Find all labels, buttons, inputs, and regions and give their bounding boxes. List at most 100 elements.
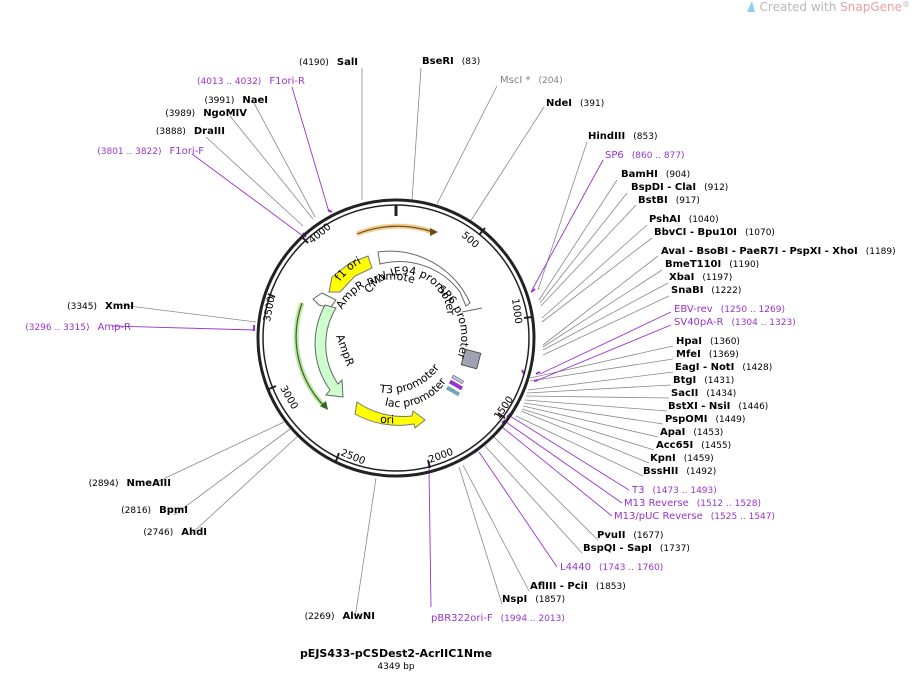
ring-tick-labels: 500 1000 1500 2000 2500 3000 3500 4000 <box>262 222 523 468</box>
site-label-avai-bsobi-paer7i-pspxi-xhoi: AvaI - BsoBI - PaeR7I - PspXI - XhoI(118… <box>661 246 896 257</box>
site-label-apai: ApaI(1453) <box>660 427 723 438</box>
site-label-bamhi: BamHI(904) <box>621 169 690 180</box>
site-label-mfei: MfeI(1369) <box>676 349 739 360</box>
site-name: BmeT110I <box>665 259 721 270</box>
site-label-l4440: L4440 (1743 .. 1760) <box>560 562 663 573</box>
site-label-xbai: XbaI(1197) <box>669 272 732 283</box>
site-name: XmnI <box>105 301 134 312</box>
site-position: (3989) <box>165 109 195 119</box>
site-name: SP6 <box>605 150 624 161</box>
leader-lines <box>120 67 674 619</box>
site-name: BstBI <box>638 195 668 206</box>
site-position: (1428) <box>742 363 772 373</box>
site-position: (1473 .. 1493) <box>652 486 716 496</box>
site-name: NspI <box>502 594 527 605</box>
site-label-sali: (4190)SalI <box>299 57 358 68</box>
site-name: SacII <box>671 388 698 399</box>
site-position: (391) <box>580 99 604 109</box>
site-position: (1070) <box>745 228 775 238</box>
site-position: (1190) <box>729 260 759 270</box>
site-position: (912) <box>704 183 728 193</box>
site-label-t3: T3(1473 .. 1493) <box>631 485 717 496</box>
site-name: KpnI <box>650 453 676 464</box>
site-label-btgi: BtgI(1431) <box>673 375 734 386</box>
site-position: (1431) <box>704 376 734 386</box>
feature-ampr: AmpR <box>333 333 357 369</box>
site-label-sv40pa-r: SV40pA-R (1304 .. 1323) <box>674 317 796 328</box>
site-label-nspi: NspI (1857) <box>502 594 565 605</box>
site-name: PvuII <box>597 530 625 541</box>
site-label-bseri: BseRI(83) <box>422 56 480 67</box>
site-label-amp-r: (3296 .. 3315)Amp-R <box>25 322 131 333</box>
site-name: F1ori-R <box>269 76 305 87</box>
site-label-pshai: PshAI (1040) <box>649 214 719 225</box>
site-name: AlwNI <box>343 611 376 622</box>
feature-ori: ori <box>379 413 394 427</box>
site-position: (204) <box>538 76 562 86</box>
site-position: (1360) <box>710 337 740 347</box>
tick-3000: 3000 <box>277 384 299 412</box>
site-label-alwni: (2269) AlwNI <box>305 611 375 622</box>
site-name: SV40pA-R <box>674 317 723 328</box>
plasmid-size: 4349 bp <box>377 662 414 672</box>
site-name: HpaI <box>676 336 702 347</box>
site-label-sacii: SacII(1434) <box>671 388 736 399</box>
site-position: (3888) <box>156 127 186 137</box>
site-name: PshAI <box>649 214 681 225</box>
site-position: (853) <box>633 132 657 142</box>
site-label-kpni: KpnI(1459) <box>650 453 714 464</box>
site-label-bmet110i: BmeT110I (1190) <box>665 259 759 270</box>
site-label-f1ori-f: (3801 .. 3822)F1ori-F <box>97 146 204 157</box>
ring-tick-marks <box>267 227 533 469</box>
site-label-bsshii: BssHII(1492) <box>643 466 716 477</box>
snapgene-watermark: Created with SnapGene® <box>746 0 910 14</box>
site-label-m13-puc-reverse: M13/pUC Reverse(1525 .. 1547) <box>614 511 775 522</box>
snapgene-logo-icon <box>746 1 755 12</box>
site-position: (83) <box>462 57 480 67</box>
tick-3500: 3500 <box>262 296 277 323</box>
site-name: BamHI <box>621 169 658 180</box>
site-position: (1304 .. 1323) <box>731 318 795 328</box>
site-label-pbr322ori-f: pBR322ori-F(1994 .. 2013) <box>431 613 565 624</box>
site-label-bspdi-clai: BspDI - ClaI(912) <box>631 182 728 193</box>
site-name: BssHII <box>643 466 678 477</box>
site-position: (1737) <box>660 544 690 554</box>
site-position: (1525 .. 1547) <box>711 512 775 522</box>
tick-1000: 1000 <box>509 298 523 325</box>
site-position: (1857) <box>535 595 565 605</box>
site-position: (917) <box>676 196 700 206</box>
site-position: (3991) <box>204 96 234 106</box>
site-name: MscI * <box>500 75 530 86</box>
site-name: MfeI <box>676 349 701 360</box>
site-label-bstxi-nsii: BstXI - NsiI(1446) <box>668 401 768 412</box>
site-label-sp6: SP6(860 .. 877) <box>605 150 685 161</box>
site-position: (1455) <box>701 441 731 451</box>
site-name: ApaI <box>660 427 685 438</box>
site-position: (1512 .. 1528) <box>697 499 761 509</box>
site-position: (1040) <box>689 215 719 225</box>
site-name: SnaBI <box>671 285 703 296</box>
site-position: (1853) <box>596 582 626 592</box>
site-name: BspQI - SapI <box>583 543 652 554</box>
site-label-draiii: (3888)DraIII <box>156 126 225 137</box>
site-name: L4440 <box>560 562 591 573</box>
site-name: NaeI <box>242 95 268 106</box>
site-position: (1743 .. 1760) <box>599 563 663 573</box>
site-label-acc65i: Acc65I(1455) <box>656 440 731 451</box>
site-position: (3296 .. 3315) <box>25 323 89 333</box>
site-name: SalI <box>337 57 358 68</box>
site-name: BstXI - NsiI <box>668 401 730 412</box>
site-label-msci: MscI * (204) <box>500 75 563 86</box>
site-label-nmeaiii: (2894)NmeAIII <box>89 478 171 489</box>
site-label-ebv-rev: EBV-rev(1250 .. 1269) <box>674 304 785 315</box>
tick-4000: 4000 <box>307 222 334 247</box>
site-name: PspOMI <box>665 414 707 425</box>
site-position: (3801 .. 3822) <box>97 147 161 157</box>
site-position: (2269) <box>305 612 335 622</box>
site-position: (1449) <box>715 415 745 425</box>
site-name: pBR322ori-F <box>431 613 493 624</box>
site-name: NmeAIII <box>127 478 171 489</box>
site-label-bspqi-sapi: BspQI - SapI (1737) <box>583 543 690 554</box>
